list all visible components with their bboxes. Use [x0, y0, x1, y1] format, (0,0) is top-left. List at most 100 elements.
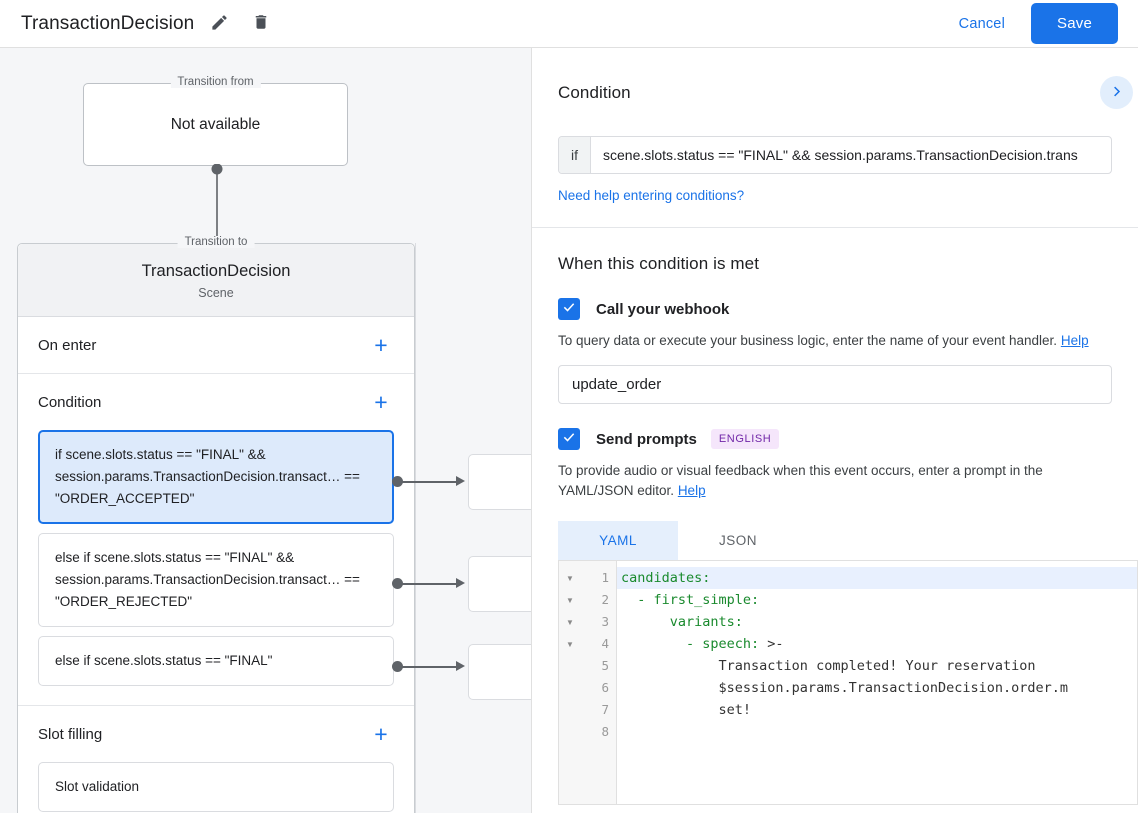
details-panel: Condition if Need help entering conditio… — [532, 48, 1138, 813]
send-prompts-checkbox-row: Send prompts ENGLISH — [558, 428, 1112, 450]
scene-type: Scene — [198, 286, 234, 300]
send-prompts-checkbox[interactable] — [558, 428, 580, 450]
webhook-handler-input[interactable] — [558, 365, 1112, 404]
edge-dot-1[interactable] — [392, 578, 403, 589]
delete-button[interactable] — [244, 7, 278, 41]
code-line: variants: — [617, 611, 1137, 633]
if-label: if — [559, 137, 591, 173]
fold-toggle-6 — [559, 677, 581, 699]
webhook-checkbox-row: Call your webhook — [558, 298, 1112, 320]
line-number: 7 — [601, 702, 609, 717]
condition-item-2[interactable]: else if scene.slots.status == "FINAL" — [38, 636, 394, 686]
fold-toggle-5 — [559, 655, 581, 677]
editor-format-tabs: YAML JSON — [558, 521, 1112, 560]
add-on-enter-button[interactable]: + — [368, 332, 394, 358]
editor-code-area[interactable]: candidates: - first_simple: variants: - … — [617, 561, 1137, 804]
code-token-rest: $session.params.TransactionDecision.orde… — [621, 680, 1069, 696]
condition-item-0[interactable]: if scene.slots.status == "FINAL" && sess… — [38, 430, 394, 524]
section-header-on-enter: On enter + — [38, 317, 394, 373]
save-button[interactable]: Save — [1031, 3, 1118, 44]
tab-yaml[interactable]: YAML — [558, 521, 678, 560]
condition-heading: Condition — [558, 82, 631, 102]
send-prompts-description-text: To provide audio or visual feedback when… — [558, 463, 1043, 498]
condition-if-row: if — [558, 136, 1112, 174]
send-prompts-description: To provide audio or visual feedback when… — [558, 461, 1112, 501]
fold-toggle-4[interactable]: ▼ — [566, 639, 574, 649]
pencil-icon — [210, 13, 229, 35]
send-prompts-help-link[interactable]: Help — [677, 483, 706, 498]
edge-line-1 — [398, 583, 458, 585]
line-number: 3 — [601, 614, 609, 629]
scene-name: TransactionDecision — [141, 262, 291, 280]
tab-json[interactable]: JSON — [678, 521, 798, 560]
webhook-checkbox[interactable] — [558, 298, 580, 320]
scene-card: Transition to TransactionDecision Scene … — [17, 236, 415, 813]
line-number: 6 — [601, 680, 609, 695]
transition-from-node[interactable]: Transition from Not available — [83, 76, 348, 166]
yaml-code-editor[interactable]: ▼ ▼ ▼ ▼ 1 2 3 4 5 6 7 8 candidates: — [558, 560, 1138, 805]
cancel-button[interactable]: Cancel — [945, 8, 1019, 40]
flow-canvas[interactable]: Transition from Not available Transition… — [0, 48, 531, 813]
transition-to-node[interactable]: Transition to TransactionDecision Scene — [18, 236, 414, 317]
target-node-2[interactable] — [468, 644, 531, 700]
section-on-enter: On enter + — [18, 317, 414, 374]
condition-help-link[interactable]: Need help entering conditions? — [558, 188, 745, 203]
fold-toggle-3[interactable]: ▼ — [566, 617, 574, 627]
line-number: 1 — [601, 570, 609, 585]
transition-from-legend: Transition from — [170, 76, 261, 88]
section-header-condition: Condition + — [38, 374, 394, 430]
target-node-1[interactable] — [468, 556, 531, 612]
code-line: set! — [617, 699, 1137, 721]
edit-name-button[interactable] — [202, 7, 236, 41]
canvas-guide-line — [415, 243, 416, 813]
edge-line-2 — [398, 666, 458, 668]
target-node-0[interactable] — [468, 454, 531, 510]
transition-from-title: Not available — [170, 115, 261, 133]
code-token-key: candidates: — [621, 570, 711, 586]
check-icon — [562, 300, 576, 319]
code-token-key: - first_simple: — [621, 592, 760, 608]
webhook-description: To query data or execute your business l… — [558, 331, 1112, 351]
section-condition: Condition + if scene.slots.status == "FI… — [18, 374, 414, 706]
fold-toggle-7 — [559, 699, 581, 721]
edge-arrow-1 — [456, 578, 465, 588]
transition-to-legend: Transition to — [177, 236, 255, 248]
webhook-label: Call your webhook — [596, 300, 730, 318]
top-bar: TransactionDecision Cancel Save — [0, 0, 1138, 48]
condition-item-1[interactable]: else if scene.slots.status == "FINAL" &&… — [38, 533, 394, 627]
slot-validation-item[interactable]: Slot validation — [38, 762, 394, 812]
editor-line-numbers: 1 2 3 4 5 6 7 8 — [581, 561, 617, 804]
check-icon — [562, 430, 576, 449]
slot-filling-list: Slot validation — [38, 762, 394, 813]
add-condition-button[interactable]: + — [368, 389, 394, 415]
fold-toggle-2[interactable]: ▼ — [566, 595, 574, 605]
edge-arrow-2 — [456, 661, 465, 671]
edge-arrow-0 — [456, 476, 465, 486]
edge-dot-2[interactable] — [392, 661, 403, 672]
condition-expression-input[interactable] — [591, 137, 1111, 173]
code-token-key: - speech: — [621, 636, 760, 652]
line-number: 5 — [601, 658, 609, 673]
section-title-on-enter: On enter — [38, 336, 97, 354]
chevron-right-icon — [1109, 84, 1124, 102]
send-prompts-label: Send prompts — [596, 430, 697, 448]
fold-toggle-1[interactable]: ▼ — [566, 573, 574, 583]
code-token-rest: set! — [621, 702, 752, 718]
section-title-condition: Condition — [38, 393, 102, 411]
edge-dot-0[interactable] — [392, 476, 403, 487]
section-slot-filling: Slot filling + Slot validation — [18, 706, 414, 813]
language-badge: ENGLISH — [710, 429, 780, 449]
code-token-key: variants: — [621, 614, 743, 630]
line-number: 4 — [601, 636, 609, 651]
section-header-slot-filling: Slot filling + — [38, 706, 394, 762]
panel-divider — [531, 48, 532, 813]
code-line — [617, 721, 1137, 743]
code-token-rest: >- — [759, 636, 784, 652]
webhook-help-link[interactable]: Help — [1060, 333, 1089, 348]
when-condition-met-section: When this condition is met Call your web… — [532, 228, 1138, 560]
editor-fold-column: ▼ ▼ ▼ ▼ — [559, 561, 581, 804]
expand-panel-button[interactable] — [1100, 76, 1133, 109]
add-slot-filling-button[interactable]: + — [368, 721, 394, 747]
page-title: TransactionDecision — [21, 12, 195, 34]
